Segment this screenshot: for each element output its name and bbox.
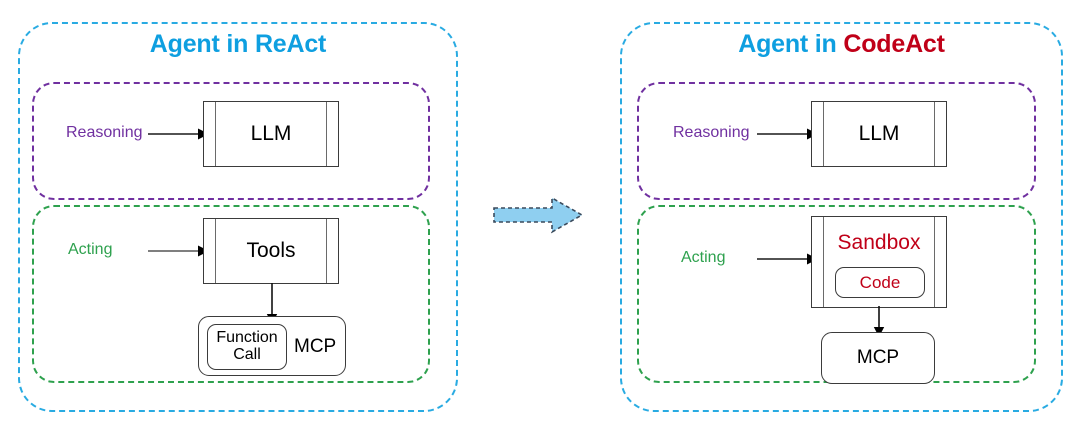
right-panel-title: Agent in CodeAct — [620, 30, 1063, 59]
left-panel-title-accent: ReAct — [254, 30, 327, 58]
right-mcp-node: MCP — [821, 332, 935, 384]
left-acting-to-tools-arrow — [148, 241, 210, 261]
right-code-node: Code — [835, 267, 925, 298]
right-agent-outer-boundary — [620, 22, 1063, 412]
left-panel-title-prefix: Agent in — [149, 30, 255, 58]
right-acting-label: Acting — [681, 249, 726, 266]
left-llm-node-label: LLM — [250, 122, 292, 145]
transition-arrow-icon — [492, 196, 584, 234]
left-acting-group — [32, 205, 430, 383]
left-mcp-node: Function Call MCP — [198, 316, 346, 376]
left-function-call-node: Function Call — [207, 324, 287, 370]
right-llm-node-left-bar — [823, 102, 825, 166]
right-panel-title-prefix: Agent in — [738, 30, 844, 58]
right-panel-title-accent: CodeAct — [843, 30, 945, 58]
right-reasoning-group — [637, 82, 1036, 200]
left-reasoning-group — [32, 82, 430, 200]
right-sandbox-node-right-bar — [933, 217, 935, 307]
left-tools-node-right-bar — [325, 219, 327, 283]
right-llm-node: LLM — [811, 101, 947, 167]
left-reasoning-to-llm-arrow — [148, 124, 210, 144]
left-tools-node-left-bar — [215, 219, 217, 283]
right-llm-node-label: LLM — [858, 122, 900, 145]
left-acting-label: Acting — [68, 241, 113, 258]
left-tools-node-label: Tools — [246, 239, 296, 262]
left-llm-node: LLM — [203, 101, 339, 167]
right-reasoning-to-llm-arrow — [757, 124, 819, 144]
left-panel-title: Agent in ReAct — [18, 30, 458, 59]
left-llm-node-right-bar — [325, 102, 327, 166]
right-llm-node-right-bar — [933, 102, 935, 166]
left-tools-node: Tools — [203, 218, 339, 284]
right-sandbox-node: Sandbox Code — [811, 216, 947, 308]
right-mcp-node-label: MCP — [856, 347, 900, 368]
right-acting-to-sandbox-arrow — [757, 249, 819, 269]
left-llm-node-left-bar — [215, 102, 217, 166]
right-sandbox-node-left-bar — [823, 217, 825, 307]
right-reasoning-label: Reasoning — [673, 124, 750, 141]
left-function-call-line2: Call — [233, 346, 261, 363]
right-sandbox-node-label: Sandbox — [837, 231, 921, 254]
left-mcp-node-label: MCP — [294, 336, 337, 357]
left-agent-outer-boundary — [18, 22, 458, 412]
left-reasoning-label: Reasoning — [66, 124, 143, 141]
left-function-call-line1: Function — [216, 329, 278, 347]
